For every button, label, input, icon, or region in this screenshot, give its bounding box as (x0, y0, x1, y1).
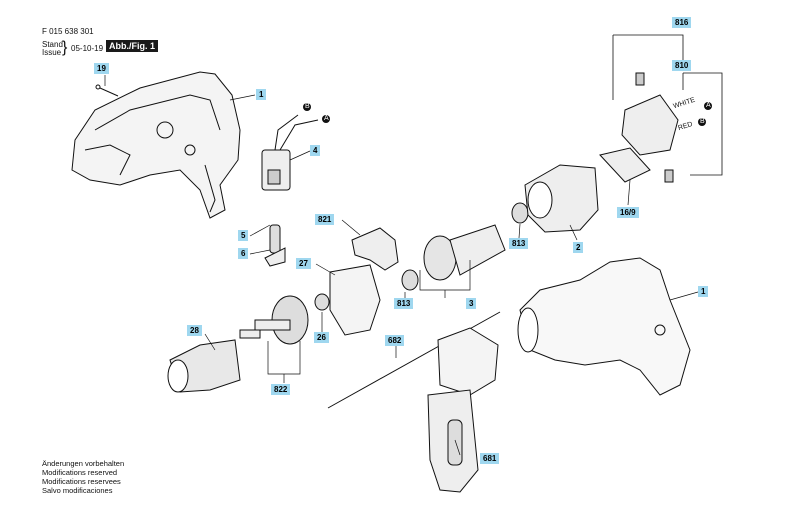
stand-label: Stand (42, 40, 63, 49)
tag-1-left: 1 (256, 89, 267, 100)
tag-681: 681 (480, 453, 500, 464)
bearing-26 (314, 293, 330, 311)
housing-half-right (517, 257, 691, 396)
field-2 (524, 164, 599, 233)
tag-3: 3 (466, 298, 477, 309)
tag-5: 5 (238, 230, 249, 241)
wire-b-icon-right (698, 118, 706, 126)
tag-26: 26 (314, 332, 329, 343)
tag-813-upper: 813 (509, 238, 529, 249)
footer-line-fr: Modifications reservees (42, 477, 121, 486)
handle-681 (427, 327, 499, 493)
footer-line-es: Salvo modificaciones (42, 486, 113, 495)
footer-line-en: Modifications reserved (42, 468, 118, 477)
part-821 (351, 227, 399, 271)
wire-a-icon (322, 115, 330, 123)
tag-28: 28 (187, 325, 202, 336)
brace-icon: } (62, 39, 68, 56)
figure-label: Abb./Fig. 1 (106, 40, 158, 52)
bracket-816 (612, 34, 723, 176)
tag-27: 27 (296, 258, 311, 269)
tag-1-right: 1 (698, 286, 709, 297)
tag-810: 810 (672, 60, 692, 71)
tag-2: 2 (573, 242, 584, 253)
wire-a-label: A (324, 115, 329, 122)
tag-813-lower: 813 (394, 298, 414, 309)
issue-label: Issue (42, 48, 62, 57)
wire-b-label-right: B (700, 118, 705, 125)
chuck-28 (167, 339, 241, 393)
wire-markers (303, 102, 712, 126)
tag-822: 822 (271, 384, 291, 395)
tag-821: 821 (315, 214, 335, 225)
leader-lines (104, 75, 699, 456)
tag-6: 6 (238, 248, 249, 259)
capacitor-6 (264, 224, 286, 267)
tag-16-9: 16/9 (617, 207, 639, 218)
tag-816: 816 (672, 17, 692, 28)
wire-b-icon (303, 103, 311, 111)
depth-rod-682 (327, 311, 501, 409)
footer-notes: Änderungen vorbehalten Modifications res… (42, 459, 124, 495)
wire-b-label: B (305, 103, 310, 110)
wire-a-icon-right (704, 102, 712, 110)
tag-682: 682 (385, 335, 405, 346)
footer-line-de: Änderungen vorbehalten (42, 459, 125, 468)
switch-4 (261, 114, 319, 191)
part-number: F 015 638 301 (42, 27, 94, 36)
screw-19 (95, 84, 119, 97)
tag-4: 4 (310, 145, 321, 156)
plate-27 (329, 264, 381, 336)
tag-19: 19 (94, 63, 109, 74)
housing-half-left (71, 71, 241, 219)
brush-holder-816 (599, 72, 679, 183)
wire-a-label-right: A (706, 102, 711, 109)
gear-822 (239, 295, 309, 345)
armature-3 (401, 202, 529, 291)
issue-date: 05-10-19 (71, 44, 104, 53)
